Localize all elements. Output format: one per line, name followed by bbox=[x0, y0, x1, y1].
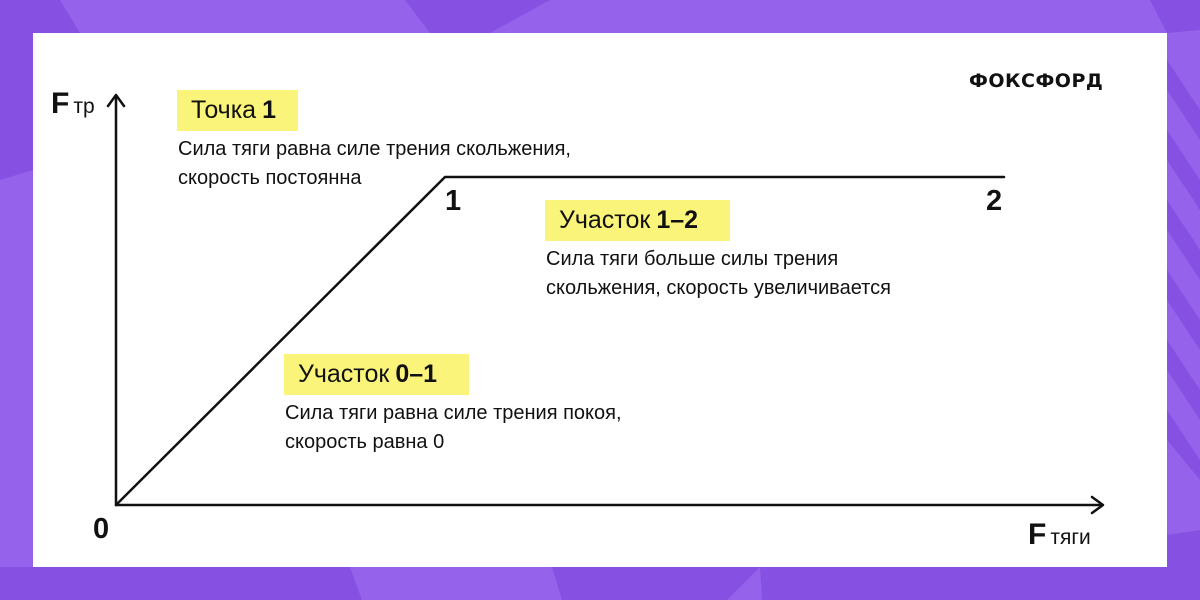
x-axis-arrowhead bbox=[1090, 495, 1105, 515]
point-1-label: 1 bbox=[445, 185, 462, 217]
segment12-description: Сила тяги больше силы трения скольжения,… bbox=[546, 248, 891, 299]
point-2-label: 2 bbox=[986, 185, 1003, 217]
point1-description: Сила тяги равна силе трения скольжения, … bbox=[178, 138, 571, 189]
graph-line bbox=[114, 175, 1006, 507]
origin-label: 0 bbox=[93, 513, 110, 545]
y-axis-arrowhead bbox=[106, 93, 126, 108]
segment01-description: Сила тяги равна силе трения покоя, скоро… bbox=[285, 402, 622, 453]
brand-logo: ФОКСФОРД bbox=[969, 70, 1104, 92]
